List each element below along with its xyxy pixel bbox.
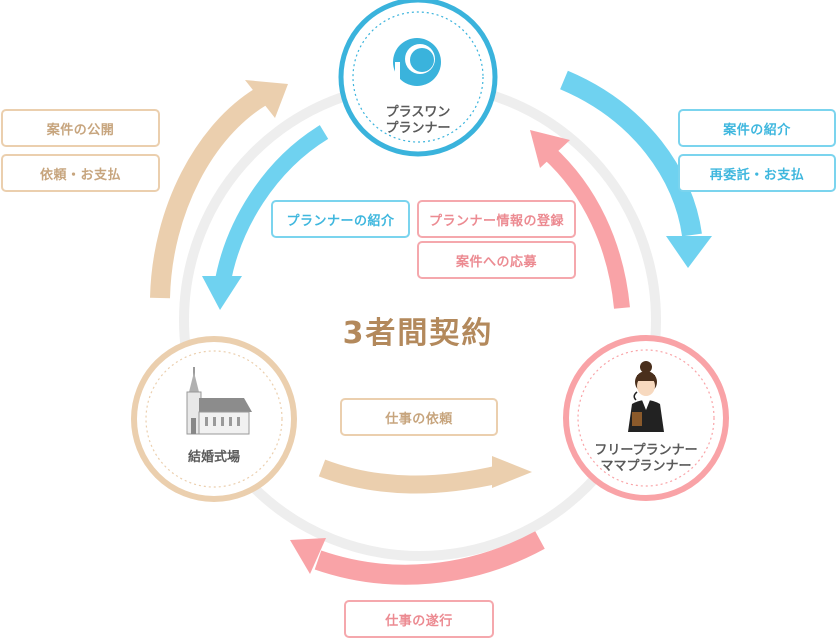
- planner-person-icon: [628, 361, 664, 432]
- tag-planner-register: プランナー情報の登録: [417, 200, 576, 238]
- tag-work-request: 仕事の依頼: [340, 398, 498, 436]
- tag-case-apply: 案件への応募: [417, 241, 576, 279]
- tag-case-intro: 案件の紹介: [678, 109, 836, 147]
- chapel-icon: [186, 367, 252, 435]
- plusone-logo-icon: [393, 38, 441, 88]
- freelance-label-line1: フリープランナー: [594, 443, 698, 458]
- arrow-freelance-to-venue-head: [290, 538, 326, 574]
- freelance-label: フリープランナー ママプランナー: [576, 443, 716, 475]
- arrow-plusone-to-venue-head: [202, 276, 242, 310]
- arrow-freelance-to-plusone: [542, 146, 630, 309]
- tag-case-publish: 案件の公開: [1, 109, 160, 147]
- tag-request-payment: 依頼・お支払: [1, 154, 160, 192]
- plusone-label-line2: プランナー: [385, 121, 451, 136]
- center-title: 3者間契約: [342, 316, 494, 351]
- node-plusone: [338, 0, 498, 157]
- tag-reconsign-payment: 再委託・お支払: [678, 154, 836, 192]
- arrow-plusone-to-freelance-head: [666, 236, 712, 268]
- venue-label: 結婚式場: [154, 450, 274, 466]
- arrow-freelance-to-plusone-head: [530, 130, 570, 168]
- plusone-label-line1: プラスワン: [385, 105, 451, 120]
- arrow-venue-to-freelance: [318, 459, 503, 494]
- arrow-freelance-to-venue: [314, 531, 545, 585]
- plusone-label: プラスワン プランナー: [358, 105, 478, 137]
- arrow-venue-to-plusone-head: [245, 80, 288, 118]
- venue-label-text: 結婚式場: [187, 450, 240, 465]
- arrow-venue-to-freelance-head: [492, 456, 532, 488]
- node-freelance: [563, 335, 729, 501]
- tag-work-execution: 仕事の遂行: [344, 600, 494, 638]
- arrow-plusone-to-freelance: [560, 70, 702, 237]
- freelance-label-line2: ママプランナー: [600, 459, 692, 474]
- node-venue: [131, 336, 297, 502]
- arrow-plusone-to-venue: [214, 125, 329, 288]
- tag-planner-intro: プランナーの紹介: [271, 200, 410, 238]
- arrow-venue-to-plusone: [150, 87, 268, 299]
